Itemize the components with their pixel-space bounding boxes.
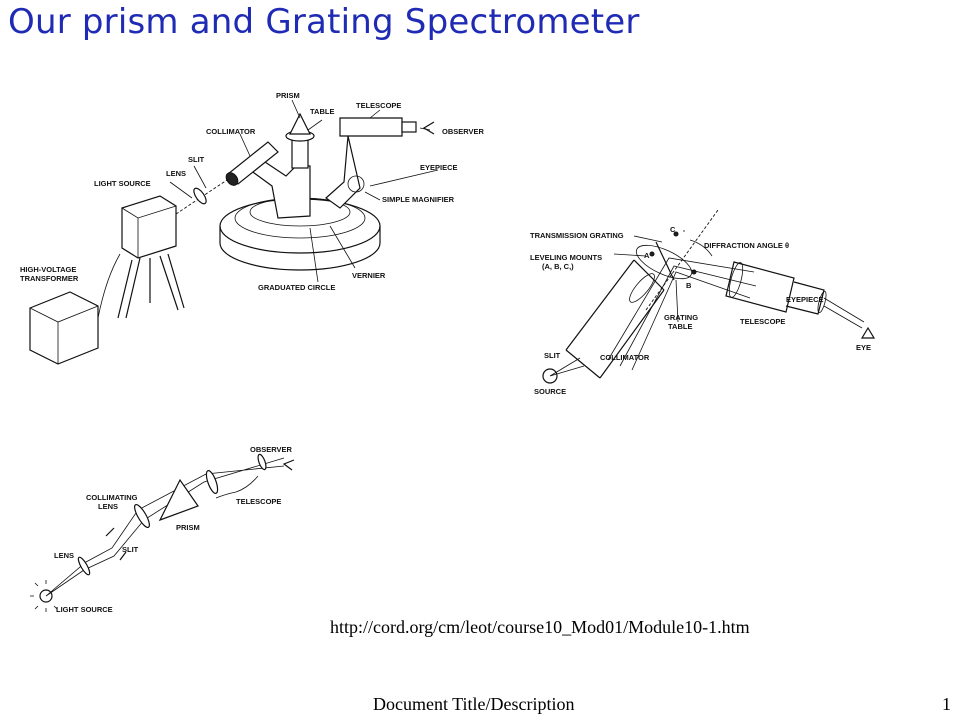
telescope-lens-1: [205, 470, 219, 494]
label-leveling-line2: (A, B, C,): [542, 262, 574, 271]
label-slit: SLIT: [122, 545, 139, 554]
label-hv-line1: HIGH-VOLTAGE: [20, 265, 76, 274]
label-light-source: LIGHT SOURCE: [94, 179, 151, 188]
label-telescope: TELESCOPE: [356, 101, 401, 110]
center-post: [291, 137, 309, 169]
label-lens: LENS: [166, 169, 186, 178]
spectrometer-apparatus-diagram: PRISM TABLE TELESCOPE OBSERVER COLLIMATO…: [20, 91, 485, 365]
prism: [289, 112, 311, 135]
eye-icon: [860, 326, 876, 339]
label-point-b: B: [686, 281, 692, 290]
power-cable: [97, 253, 121, 319]
prism-element: [158, 478, 199, 522]
footer-title: Document Title/Description: [373, 694, 575, 714]
label-eyepiece: EYEPIECE: [420, 163, 458, 172]
label-source: SOURCE: [534, 387, 566, 396]
stand-arm: [249, 159, 311, 219]
source-url: http://cord.org/cm/leot/course10_Mod01/M…: [330, 617, 750, 637]
optical-path: [45, 457, 285, 597]
lens-element: [193, 187, 207, 205]
label-observer: OBSERVER: [250, 445, 293, 454]
label-point-a: A: [644, 251, 650, 260]
label-observer: OBSERVER: [442, 127, 485, 136]
label-collimator: COLLIMATOR: [600, 353, 650, 362]
label-light-source: LIGHT SOURCE: [56, 605, 113, 614]
label-prism: PRISM: [276, 91, 300, 100]
telescope: [325, 117, 417, 209]
observer-eye-icon: [422, 121, 435, 135]
observer-eye-icon: [282, 459, 295, 471]
slit-element: [105, 527, 127, 561]
grating: [655, 241, 675, 281]
label-collimating-line2: LENS: [98, 502, 118, 511]
collimating-lens-element: [134, 503, 150, 529]
label-eye: EYE: [856, 343, 871, 352]
label-telescope: TELESCOPE: [236, 497, 281, 506]
telescope-brace: [215, 475, 259, 499]
label-slit: SLIT: [544, 351, 561, 360]
label-simple-magnifier: SIMPLE MAGNIFIER: [382, 195, 455, 204]
label-graduated-circle: GRADUATED CIRCLE: [258, 283, 335, 292]
telescope-lens-2: [257, 453, 267, 471]
label-grating-line2: TABLE: [668, 322, 692, 331]
label-hv-line2: TRANSFORMER: [20, 274, 79, 283]
label-telescope: TELESCOPE: [740, 317, 785, 326]
collimator: [225, 141, 279, 186]
label-collimating-line1: COLLIMATING: [86, 493, 138, 502]
label-grating-line1: GRATING: [664, 313, 698, 322]
label-leveling-line1: LEVELING MOUNTS: [530, 253, 602, 262]
light-source-box: [121, 195, 177, 259]
prism-optics-diagram: OBSERVER COLLIMATING LENS TELESCOPE PRIS…: [30, 445, 295, 614]
label-table: TABLE: [310, 107, 334, 116]
base-side: [219, 226, 381, 271]
label-lens: LENS: [54, 551, 74, 560]
grating-spectrometer-diagram: TRANSMISSION GRATING DIFFRACTION ANGLE θ…: [530, 210, 876, 396]
label-eyepiece: EYEPIECE: [786, 295, 824, 304]
label-collimator: COLLIMATOR: [206, 127, 256, 136]
transformer-box: [29, 291, 99, 365]
label-point-c: C: [670, 225, 676, 234]
grating-telescope: [725, 261, 827, 315]
tripod: [117, 253, 185, 319]
lens-element: [77, 556, 91, 576]
label-slit: SLIT: [188, 155, 205, 164]
label-diffraction-angle: DIFFRACTION ANGLE θ: [704, 241, 789, 250]
page-number: 1: [942, 694, 951, 714]
slide-title: Our prism and Grating Spectrometer: [8, 2, 640, 42]
light-source-icon: [30, 580, 58, 612]
label-prism: PRISM: [176, 523, 200, 532]
grating-table: [635, 244, 693, 280]
label-vernier: VERNIER: [352, 271, 386, 280]
label-transmission-grating: TRANSMISSION GRATING: [530, 231, 624, 240]
